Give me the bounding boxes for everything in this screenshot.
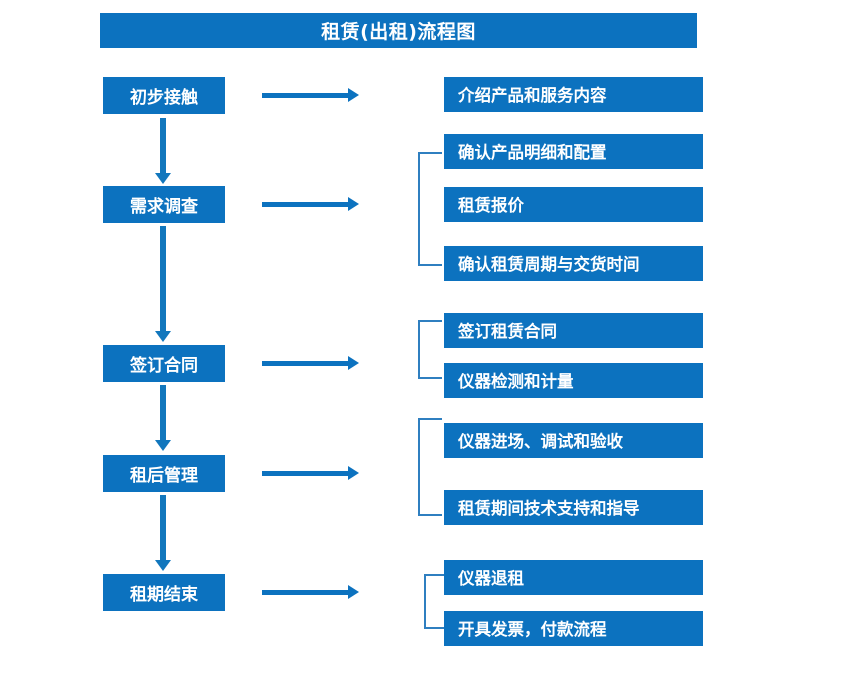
detail-box-return-instrument[interactable]: 仪器退租: [444, 560, 703, 595]
detail-box-rental-quote[interactable]: 租赁报价: [444, 187, 703, 222]
stage-box-lease-end[interactable]: 租期结束: [103, 574, 225, 611]
group-bracket-needs-survey: [418, 152, 442, 266]
detail-box-sign-lease[interactable]: 签订租赁合同: [444, 313, 703, 348]
horizontal-arrow-2: [262, 196, 359, 212]
detail-box-invoice-payment[interactable]: 开具发票，付款流程: [444, 611, 703, 646]
horizontal-arrow-5: [262, 584, 359, 600]
vertical-arrow-1: [155, 118, 171, 184]
group-bracket-lease-end: [424, 574, 444, 629]
detail-box-tech-support[interactable]: 租赁期间技术支持和指导: [444, 490, 703, 525]
stage-box-sign-contract[interactable]: 签订合同: [103, 345, 225, 382]
diagram-title: 租赁(出租)流程图: [100, 13, 697, 48]
stage-box-post-rental-mgmt[interactable]: 租后管理: [103, 455, 225, 492]
stage-box-initial-contact[interactable]: 初步接触: [103, 77, 225, 114]
horizontal-arrow-1: [262, 87, 359, 103]
stage-box-needs-survey[interactable]: 需求调查: [103, 186, 225, 223]
detail-box-confirm-term[interactable]: 确认租赁周期与交货时间: [444, 246, 703, 281]
detail-box-instrument-testing[interactable]: 仪器检测和计量: [444, 363, 703, 398]
group-bracket-post-rental: [418, 418, 442, 516]
group-bracket-sign-contract: [418, 320, 442, 379]
detail-box-confirm-spec[interactable]: 确认产品明细和配置: [444, 134, 703, 169]
vertical-arrow-4: [155, 495, 171, 571]
vertical-arrow-3: [155, 385, 171, 451]
detail-box-introduce-products[interactable]: 介绍产品和服务内容: [444, 77, 703, 112]
detail-box-instrument-entry[interactable]: 仪器进场、调试和验收: [444, 423, 703, 458]
horizontal-arrow-4: [262, 465, 359, 481]
horizontal-arrow-3: [262, 355, 359, 371]
vertical-arrow-2: [155, 226, 171, 342]
